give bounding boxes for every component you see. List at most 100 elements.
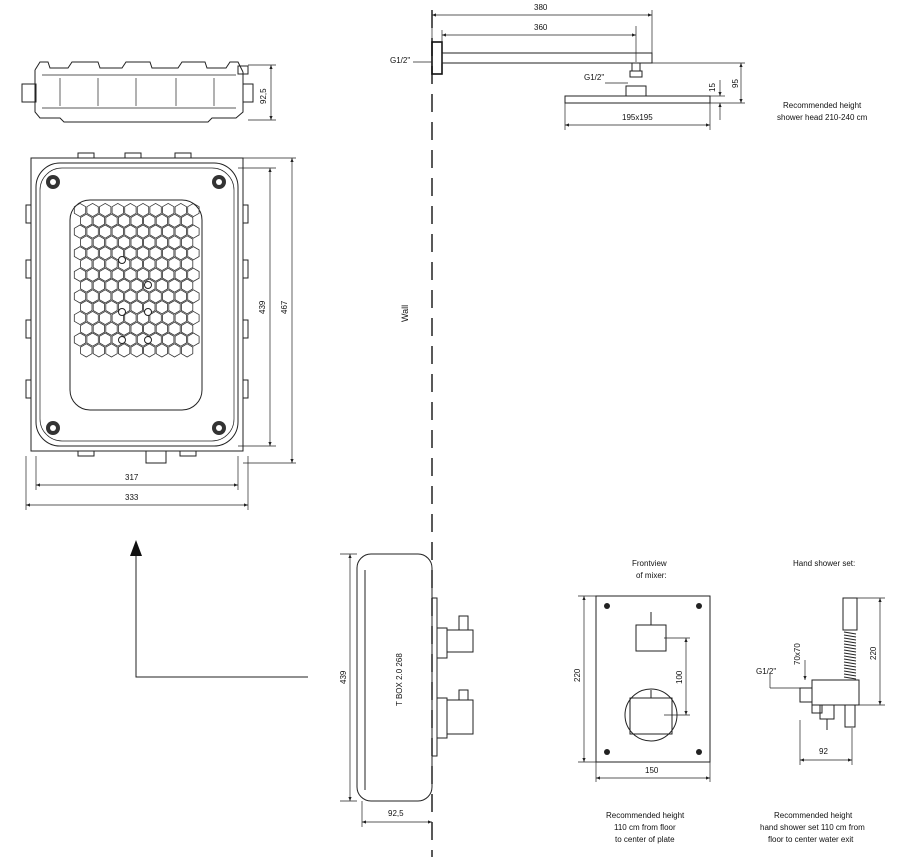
hex-cell	[174, 310, 187, 326]
hex-cell	[99, 289, 112, 304]
hex-cell	[124, 246, 137, 261]
hex-cell	[130, 321, 143, 336]
dim-hand-width: 92	[819, 747, 828, 756]
hex-cell	[130, 343, 143, 358]
hex-cell	[111, 202, 124, 218]
hex-cell	[73, 202, 87, 218]
dim-box-depth-top: 92,5	[259, 88, 268, 104]
hex-cell	[143, 256, 156, 272]
hex-cell	[99, 310, 112, 326]
hex-cell	[118, 343, 131, 358]
rec-shower-line1: Recommended height	[783, 101, 862, 110]
dim-plate-spacing: 100	[675, 670, 684, 684]
hex-cell	[124, 224, 137, 239]
dim-hand-height: 220	[869, 646, 878, 660]
hex-cell	[180, 278, 194, 293]
hex-cell	[155, 300, 169, 315]
hand-shower-view: Hand shower set: G1/2" 70x70 220 92 Reco…	[756, 559, 885, 844]
hose-segment	[843, 670, 857, 674]
hex-cell	[118, 278, 131, 293]
hex-cell	[155, 343, 169, 358]
hex-cell	[80, 300, 93, 315]
hex-cell	[124, 202, 137, 218]
hex-cell	[124, 289, 137, 304]
hex-cell	[105, 256, 118, 272]
box-top-view: 92,5	[21, 61, 276, 123]
hex-cell	[149, 332, 162, 347]
screw-point	[118, 256, 126, 264]
hex-cell	[162, 202, 175, 218]
hex-cell	[162, 310, 175, 326]
hex-cell	[155, 235, 169, 250]
mixer-front-view: Frontview of mixer: 220 100 150 Recommen…	[573, 559, 711, 844]
thread-head: G1/2"	[584, 73, 604, 82]
hex-cell	[187, 246, 200, 261]
dim-box-inner-width: 317	[125, 473, 139, 482]
hex-cell	[105, 278, 118, 293]
frontview-title-2: of mixer:	[636, 571, 667, 580]
hex-cell	[187, 310, 200, 326]
box-side-view: 439 92,5 T BOX 2.0 268	[339, 553, 474, 827]
rec-hand-line1: Recommended height	[774, 811, 853, 820]
hex-cell	[92, 235, 105, 250]
hex-cell	[136, 246, 150, 261]
hex-cell	[149, 202, 162, 218]
frontview-title-1: Frontview	[632, 559, 667, 568]
hex-cell	[149, 267, 162, 282]
hose-segment	[843, 664, 857, 668]
dim-plate-width: 150	[645, 766, 659, 775]
direction-arrow	[130, 540, 308, 678]
hex-cell	[162, 224, 175, 239]
hex-cell	[105, 343, 118, 358]
hex-cell	[168, 321, 181, 336]
honeycomb-pattern	[73, 202, 200, 358]
hex-cell	[73, 289, 87, 304]
dim-box-outer-width: 333	[125, 493, 139, 502]
hex-cell	[149, 224, 162, 239]
hex-cell	[174, 289, 187, 304]
hex-cell	[168, 235, 181, 250]
hex-cell	[73, 332, 87, 347]
screw-point	[118, 336, 126, 344]
hex-cell	[92, 256, 105, 272]
hex-cell	[99, 202, 112, 218]
shower-arm-view: 380 360 G1/2" G1/2" 195x195 15 95 Recomm…	[390, 3, 868, 130]
hex-cell	[168, 343, 181, 358]
box-front-view: 439 467 317 333	[25, 152, 296, 510]
hex-cell	[174, 224, 187, 239]
hex-cell	[105, 321, 118, 336]
screw-point	[144, 281, 152, 289]
rec-plate-line3: to center of plate	[615, 835, 675, 844]
hex-cell	[124, 310, 137, 326]
hex-cell	[180, 256, 194, 272]
hex-cell	[73, 310, 87, 326]
hex-cell	[143, 235, 156, 250]
hex-cell	[105, 213, 118, 228]
hex-cell	[92, 300, 105, 315]
hex-cell	[136, 224, 150, 239]
hex-cell	[187, 202, 200, 218]
hex-cell	[168, 300, 181, 315]
dim-head-size: 195x195	[622, 113, 653, 122]
hex-cell	[111, 267, 124, 282]
dim-box-inner-height: 439	[258, 300, 267, 314]
hose-segment	[843, 634, 857, 638]
hex-cell	[136, 289, 150, 304]
hex-cell	[92, 343, 105, 358]
hex-cell	[111, 289, 124, 304]
hex-cell	[136, 202, 150, 218]
hex-cell	[80, 343, 93, 358]
hose-segment	[843, 673, 857, 677]
hex-cell	[174, 332, 187, 347]
hose-segment	[843, 643, 857, 647]
hex-cell	[118, 321, 131, 336]
hex-cell	[73, 224, 87, 239]
hose-segment	[843, 667, 857, 671]
hex-cell	[143, 321, 156, 336]
hex-cell	[86, 310, 99, 326]
rec-plate-line2: 110 cm from floor	[614, 823, 676, 832]
hex-cell	[180, 343, 194, 358]
hex-cell	[80, 256, 93, 272]
hex-cell	[174, 246, 187, 261]
hex-cell	[86, 246, 99, 261]
